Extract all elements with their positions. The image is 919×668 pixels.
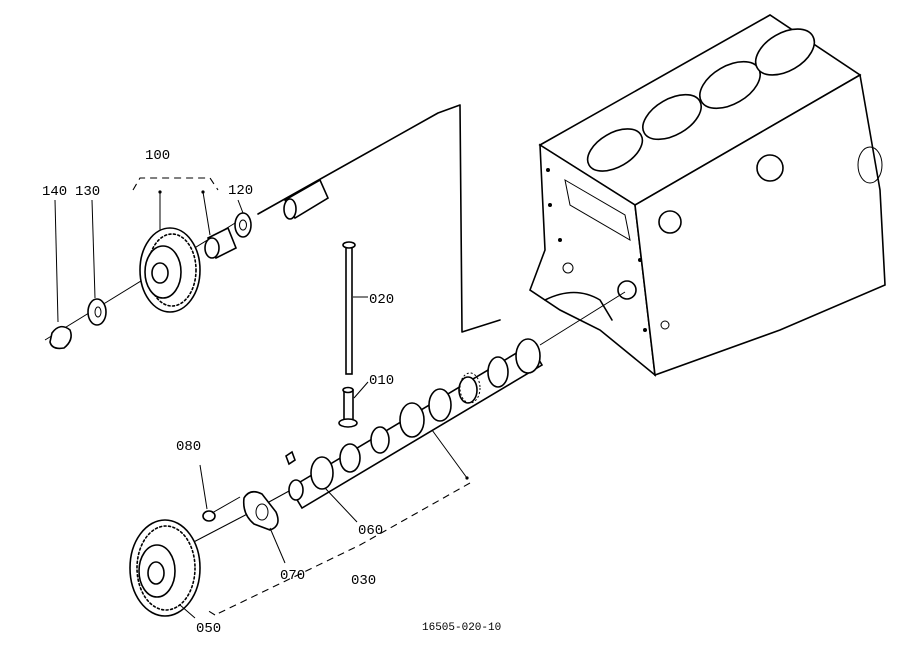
label-050: 050 <box>196 621 221 637</box>
cam-drive-gear <box>459 372 481 404</box>
leader-130 <box>91 199 96 299</box>
cam-journal <box>399 402 425 438</box>
cam-lobe <box>487 356 509 388</box>
bolt-dot <box>643 328 647 332</box>
leader-070 <box>269 527 286 564</box>
engine-block <box>529 14 886 377</box>
camshaft-bore <box>617 280 637 300</box>
cam-journal <box>515 338 541 374</box>
washer-hole <box>94 306 102 318</box>
label-140: 140 <box>42 184 67 200</box>
cam-lobe <box>458 376 478 404</box>
front-hole <box>562 262 574 274</box>
camshaft <box>206 338 544 616</box>
label-060: 060 <box>358 523 383 539</box>
leader-060 <box>324 487 358 523</box>
push-rod-top <box>342 241 356 249</box>
bolt-080 <box>199 464 241 522</box>
woodruff-key <box>285 450 296 466</box>
label-120: 120 <box>228 183 253 199</box>
bolt-shank <box>211 496 241 514</box>
block-front-window <box>564 179 631 241</box>
camshaft-front-end <box>288 479 304 501</box>
cam-journal <box>428 388 452 422</box>
idler-gear-hub <box>151 262 169 284</box>
cam-journal <box>310 456 334 490</box>
idler-shaft-end <box>283 198 297 220</box>
label-080: 080 <box>176 439 201 455</box>
label-100: 100 <box>145 148 170 164</box>
leader-050 <box>179 604 196 619</box>
snap-ring-140 <box>49 199 72 350</box>
thrust-plate-070 <box>242 490 286 564</box>
label-020: 020 <box>369 292 394 308</box>
bolt-hole <box>660 320 670 330</box>
side-port-lower <box>658 210 682 234</box>
bracket-100 <box>132 177 219 191</box>
cam-gear-teeth <box>136 525 196 611</box>
camshaft-axis-line <box>539 291 626 346</box>
snap-ring <box>49 325 72 350</box>
cam-gear-hub <box>147 561 165 585</box>
tappet-body <box>343 389 354 424</box>
bracket-030-end <box>206 609 216 616</box>
leader-010 <box>353 381 369 399</box>
bolt-dot <box>558 238 562 242</box>
idler-bushing-end <box>204 237 220 259</box>
side-port-right <box>857 146 883 184</box>
bolt-dot <box>638 258 642 262</box>
side-port-upper <box>756 154 784 182</box>
thrust-plate-hole <box>255 503 269 521</box>
leader-idler-to-block <box>257 104 501 333</box>
washer-130 <box>87 199 107 326</box>
push-rod-020 <box>342 241 368 375</box>
label-030: 030 <box>351 573 376 589</box>
tappet-010 <box>338 381 369 428</box>
bracket-030 <box>214 482 471 616</box>
assembly-lines <box>44 104 626 571</box>
figure-code: 16505-020-10 <box>422 622 501 634</box>
thrust-washer-hole <box>239 219 247 231</box>
leader-080 <box>199 464 208 510</box>
block-lower-cutout <box>544 291 613 321</box>
label-010: 010 <box>369 373 394 389</box>
bolt-dot <box>548 203 552 207</box>
thrust-washer <box>234 212 252 238</box>
bolt-dot <box>546 168 550 172</box>
cylinder-bore-1 <box>586 128 644 172</box>
cam-lobe <box>339 443 361 473</box>
leader-dot <box>201 190 205 194</box>
part-number-labels: 100 120 140 130 020 010 080 060 070 030 … <box>42 148 501 637</box>
leader-140 <box>54 199 59 323</box>
block-side-face <box>634 73 886 377</box>
leader-dot <box>158 190 162 194</box>
thrust-washer-120 <box>234 199 252 238</box>
label-070: 070 <box>280 568 305 584</box>
label-130: 130 <box>75 184 100 200</box>
leader-dot <box>465 476 469 480</box>
cam-lobe <box>370 426 390 454</box>
push-rod <box>345 245 353 375</box>
cylinder-bore-2 <box>642 93 702 141</box>
leader-100-bush <box>202 191 211 236</box>
thrust-plate <box>242 490 279 531</box>
idler-gear-group <box>132 177 330 313</box>
bolt-head <box>202 510 216 522</box>
cylinder-bore-4 <box>754 28 816 76</box>
leader-120 <box>237 199 244 214</box>
leader-030-a <box>431 429 468 479</box>
tappet-foot <box>338 418 358 428</box>
tappet-top <box>342 386 354 394</box>
cam-gear-050 <box>129 519 201 619</box>
washer <box>87 298 107 326</box>
